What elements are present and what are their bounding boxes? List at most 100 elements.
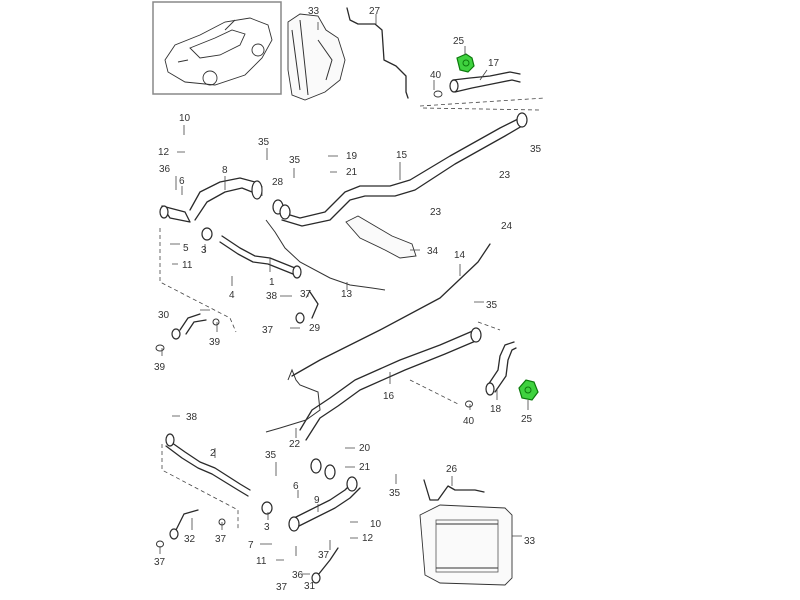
callout-label[interactable]: 2	[210, 448, 216, 459]
coolant-hose-8-lower	[194, 187, 253, 221]
coupler-lower-b	[346, 476, 358, 492]
callout-label[interactable]: 37	[276, 582, 288, 593]
callout-label[interactable]: 29	[309, 323, 321, 334]
hose-coupler-28b	[279, 204, 291, 220]
callout-label[interactable]: 35	[530, 144, 542, 155]
callout-label[interactable]: 35	[486, 300, 498, 311]
callout-label[interactable]: 12	[362, 533, 374, 544]
callout-label[interactable]: 5	[183, 243, 189, 254]
bleed-line-26	[423, 479, 485, 501]
callout-label[interactable]: 9	[314, 495, 320, 506]
callout-label[interactable]: 38	[186, 412, 198, 423]
callout-label[interactable]: 39	[154, 362, 166, 373]
callout-label[interactable]: 28	[272, 177, 284, 188]
callout-label[interactable]: 40	[430, 70, 442, 81]
callout-label[interactable]: 21	[346, 167, 358, 178]
callout-label[interactable]: 37	[318, 550, 330, 561]
o-ring-40-bottom	[465, 400, 473, 408]
callout-label[interactable]: 33	[524, 536, 536, 547]
callout-label[interactable]: 1	[269, 277, 275, 288]
coolant-hose-30-lower	[185, 319, 207, 335]
coolant-pipe-14	[291, 243, 491, 377]
callout-label[interactable]: 32	[184, 534, 196, 545]
callout-label[interactable]: 20	[359, 443, 371, 454]
hose-end	[165, 433, 175, 447]
callout-label[interactable]: 6	[179, 176, 185, 187]
callout-label[interactable]: 25	[521, 414, 533, 425]
callout-label[interactable]: 36	[292, 570, 304, 581]
sensor-wire	[346, 7, 409, 99]
hose-end	[295, 312, 305, 324]
callout-label[interactable]: 36	[159, 164, 171, 175]
coolant-hose-32	[175, 509, 199, 531]
callout-label[interactable]: 38	[266, 291, 278, 302]
callout-labels: 1 2 3 3 4 5 6 6 7 8 9 10 10 11 11 12 12 …	[154, 6, 542, 593]
callout-label[interactable]: 19	[346, 151, 358, 162]
fitting-end	[159, 205, 169, 219]
callout-label[interactable]: 3	[264, 522, 270, 533]
coupler-lower	[324, 464, 336, 480]
callout-label[interactable]: 7	[248, 540, 254, 551]
callout-label[interactable]: 14	[454, 250, 466, 261]
coolant-hose-2	[167, 439, 251, 491]
callout-label[interactable]: 23	[430, 207, 442, 218]
coolant-hose-18	[487, 341, 515, 386]
callout-label[interactable]: 4	[229, 290, 235, 301]
callout-label[interactable]: 37	[215, 534, 227, 545]
callout-label[interactable]: 8	[222, 165, 228, 176]
callout-label[interactable]: 31	[304, 581, 316, 592]
hose-clamp-highlighted-bottom[interactable]	[518, 379, 539, 401]
coolant-hose-29	[309, 291, 319, 319]
callout-label[interactable]: 10	[179, 113, 191, 124]
callout-label[interactable]: 22	[289, 439, 301, 450]
callout-label[interactable]: 35	[289, 155, 301, 166]
coolant-hose-2-lower	[165, 445, 249, 497]
hose-end	[516, 112, 528, 128]
callout-label[interactable]: 35	[389, 488, 401, 499]
callout-label[interactable]: 24	[501, 221, 513, 232]
hose-end	[288, 516, 300, 532]
sensor-wire-13	[265, 219, 386, 291]
bleed-line	[265, 368, 321, 433]
callout-label[interactable]: 15	[396, 150, 408, 161]
callout-label[interactable]: 12	[158, 147, 170, 158]
hose-end	[470, 327, 482, 343]
bellows-lower	[310, 458, 322, 474]
connector-3-bottom	[261, 501, 273, 515]
callout-label[interactable]: 37	[300, 289, 312, 300]
callout-label[interactable]: 27	[369, 6, 381, 17]
alignment-line	[419, 97, 546, 107]
callout-label[interactable]: 3	[201, 245, 207, 256]
callout-label[interactable]: 40	[463, 416, 475, 427]
callout-label[interactable]: 21	[359, 462, 371, 473]
callout-label[interactable]: 11	[182, 260, 193, 271]
coolant-hose-1-lower	[219, 241, 294, 275]
callout-label[interactable]: 37	[154, 557, 166, 568]
callout-label[interactable]: 35	[258, 137, 270, 148]
alignment-line	[477, 321, 501, 331]
callout-label[interactable]: 37	[262, 325, 274, 336]
callout-label[interactable]: 13	[341, 289, 353, 300]
callout-label[interactable]: 30	[158, 310, 170, 321]
coolant-pipe-16-lower	[305, 339, 479, 441]
callout-label[interactable]: 33	[308, 6, 320, 17]
callout-label[interactable]: 16	[383, 391, 395, 402]
callout-label[interactable]: 26	[446, 464, 458, 475]
callout-label[interactable]: 18	[490, 404, 502, 415]
callout-label[interactable]: 34	[427, 246, 439, 257]
callout-label[interactable]: 11	[256, 556, 267, 567]
hose-clamp-highlighted-top[interactable]	[456, 53, 475, 73]
callout-label[interactable]: 17	[488, 58, 500, 69]
callout-label[interactable]: 35	[265, 450, 277, 461]
coolant-pipe-15-lower	[281, 125, 523, 227]
o-ring-40-top	[433, 90, 443, 98]
callout-label[interactable]: 25	[453, 36, 465, 47]
callout-label[interactable]: 23	[499, 170, 511, 181]
alignment-line	[161, 444, 239, 530]
alignment-line	[422, 107, 541, 111]
callout-label[interactable]: 6	[293, 481, 299, 492]
callout-label[interactable]: 10	[370, 519, 382, 530]
coolant-hose-17	[452, 71, 521, 81]
callout-label[interactable]: 39	[209, 337, 221, 348]
